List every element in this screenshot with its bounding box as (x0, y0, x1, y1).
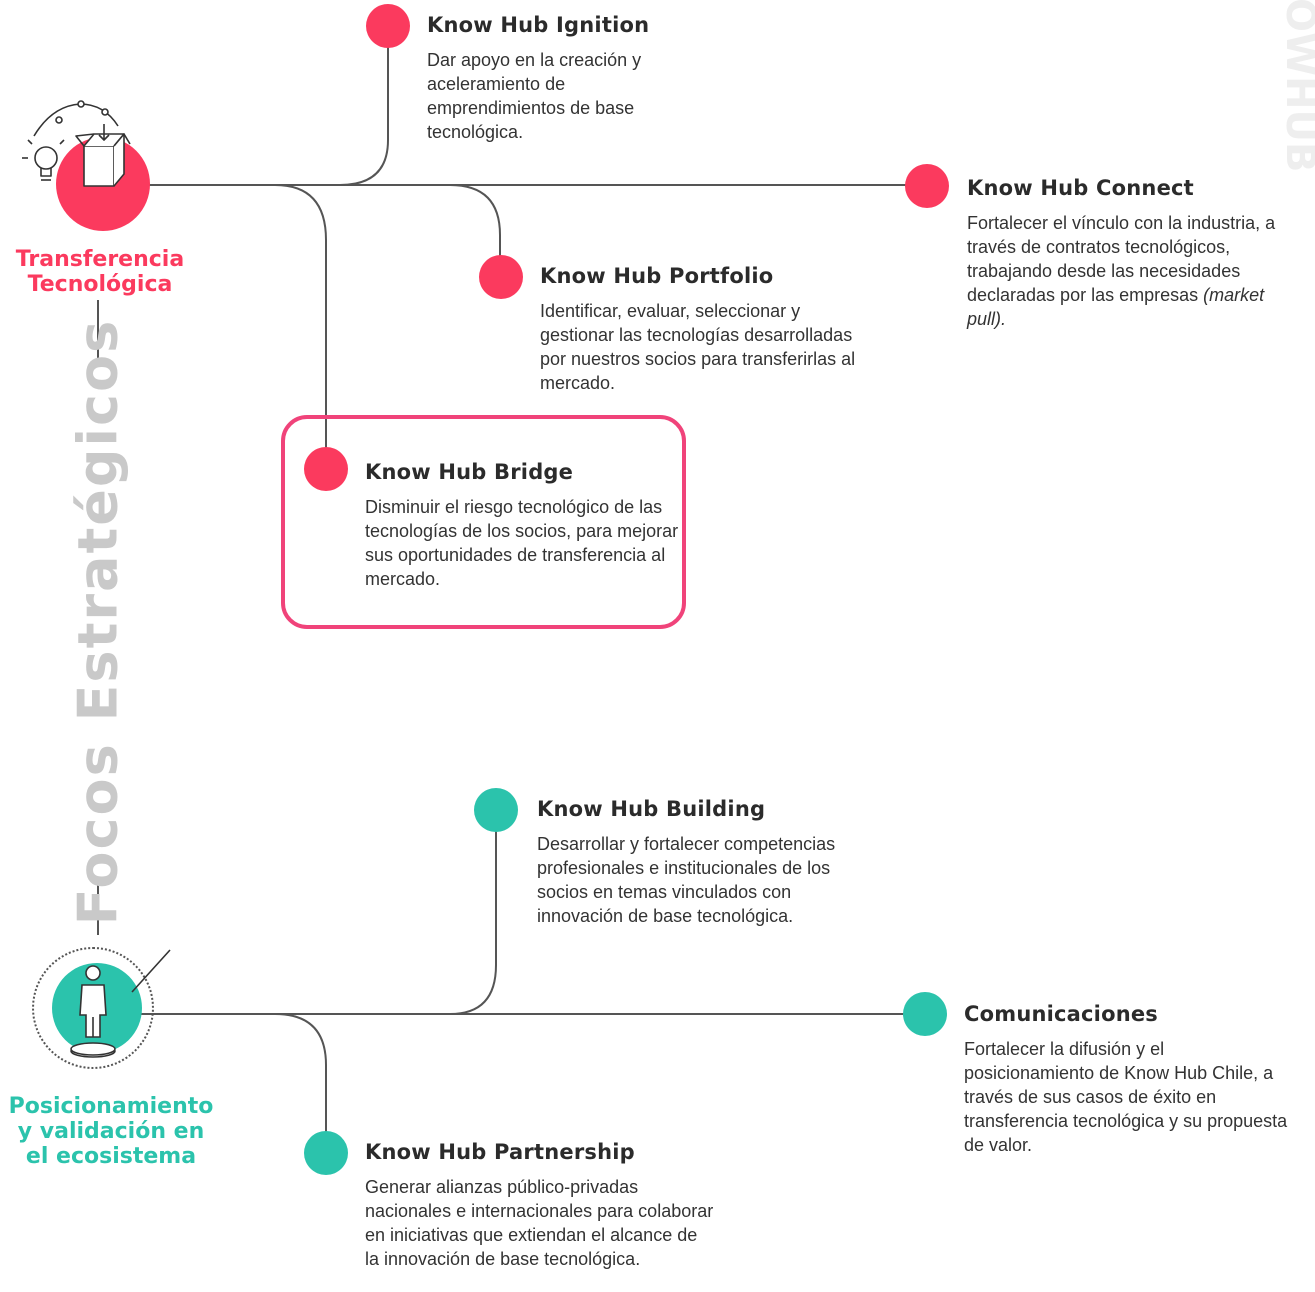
ignition-node[interactable] (366, 4, 410, 48)
bridge-text: Disminuir el riesgo tecnológico de las t… (365, 497, 679, 589)
comunicaciones-title: Comunicaciones (964, 1002, 1159, 1026)
partnership-text: Generar alianzas público-privadas nacion… (365, 1177, 714, 1269)
portfolio-node[interactable] (479, 255, 523, 299)
positioning-dotted-ring (32, 947, 154, 1069)
bridge-node[interactable] (304, 447, 348, 491)
bridge-highlight-box (281, 415, 686, 629)
partnership-title: Know Hub Partnership (365, 1140, 635, 1164)
portfolio-card: Know Hub Portfolio Identificar, evaluar,… (540, 263, 860, 395)
person-on-pedestal-icon (70, 949, 171, 1058)
connect-card: Know Hub Connect Fortalecer el vínculo c… (967, 175, 1292, 331)
portfolio-title: Know Hub Portfolio (540, 264, 774, 288)
ignition-text: Dar apoyo en la creación y aceleramiento… (427, 50, 642, 142)
connect-text-emphasis: (market pull). (967, 285, 1265, 329)
building-title: Know Hub Building (537, 797, 766, 821)
building-text: Desarrollar y fortalecer competencias pr… (537, 834, 836, 926)
bridge-title: Know Hub Bridge (365, 460, 574, 484)
building-branch (449, 810, 497, 1015)
lightbulb-box-icon (22, 100, 131, 187)
portfolio-text: Identificar, evaluar, seleccionar y gest… (540, 301, 856, 393)
bridge-card: Know Hub Bridge Disminuir el riesgo tecn… (365, 459, 680, 591)
connect-text: Fortalecer el vínculo con la industria, … (967, 213, 1276, 329)
partnership-node[interactable] (304, 1131, 348, 1175)
building-node[interactable] (474, 788, 518, 832)
partnership-branch (274, 1013, 327, 1150)
comunicaciones-text: Fortalecer la difusión y el posicionamie… (964, 1039, 1288, 1155)
transfer-pillar-label: Transferencia Tecnológica (15, 247, 185, 297)
bridge-branch (274, 184, 327, 468)
ignition-card: Know Hub Ignition Dar apoyo en la creaci… (427, 12, 677, 144)
connect-title: Know Hub Connect (967, 176, 1194, 200)
partnership-card: Know Hub Partnership Generar alianzas pú… (365, 1139, 715, 1271)
ignition-title: Know Hub Ignition (427, 13, 650, 37)
ignition-branch (339, 30, 389, 186)
building-card: Know Hub Building Desarrollar y fortalec… (537, 796, 872, 928)
connect-node[interactable] (905, 164, 949, 208)
comunicaciones-card: Comunicaciones Fortalecer la difusión y … (964, 1001, 1299, 1157)
portfolio-branch (449, 184, 501, 275)
positioning-pillar-label: Posicionamiento y validación en el ecosi… (8, 1094, 214, 1169)
comunicaciones-node[interactable] (903, 992, 947, 1036)
